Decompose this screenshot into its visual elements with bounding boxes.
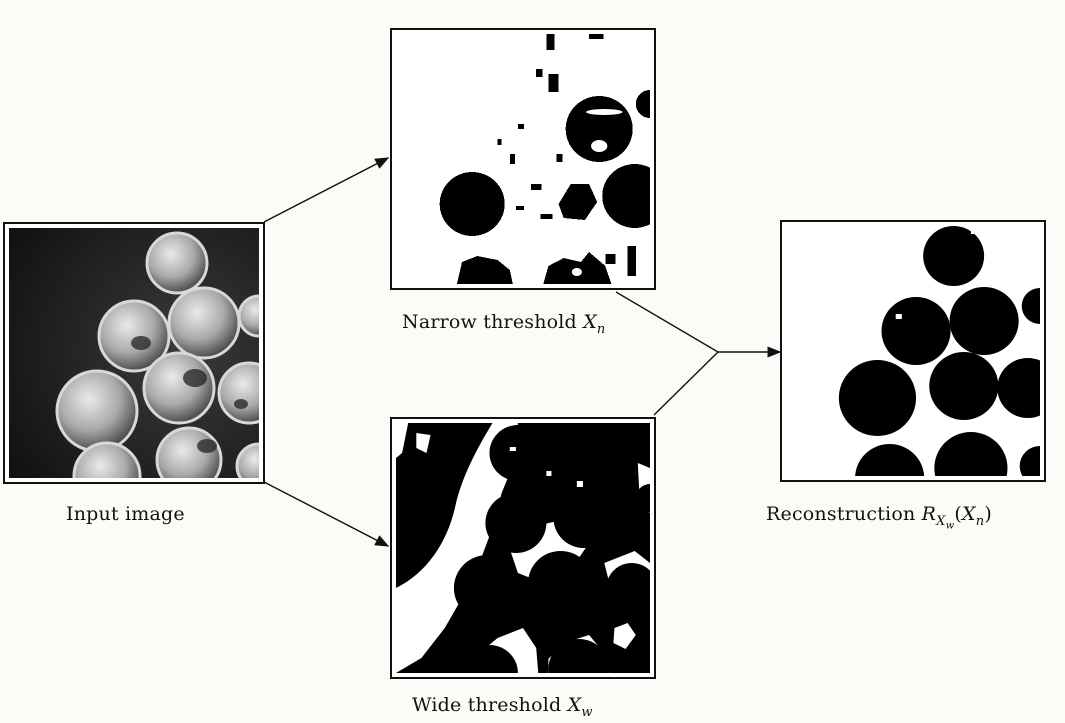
arrow-input-to-wide xyxy=(263,481,390,547)
wide-threshold-image xyxy=(396,423,650,673)
input-image xyxy=(9,228,259,478)
reconstruction-panel xyxy=(780,220,1046,482)
reconstruction-image xyxy=(786,226,1040,476)
arrow-merge-lines xyxy=(615,291,720,416)
wide-threshold-caption: Wide threshold Xw xyxy=(412,694,593,720)
narrow-threshold-panel xyxy=(390,28,656,290)
input-image-panel xyxy=(3,222,265,484)
input-image-caption: Input image xyxy=(66,503,185,525)
narrow-threshold-image xyxy=(396,34,650,284)
reconstruction-caption: Reconstruction RXw(Xn) xyxy=(766,503,992,532)
arrow-input-to-narrow xyxy=(263,157,390,223)
narrow-threshold-caption: Narrow threshold Xn xyxy=(402,311,606,337)
wide-threshold-panel xyxy=(390,417,656,679)
